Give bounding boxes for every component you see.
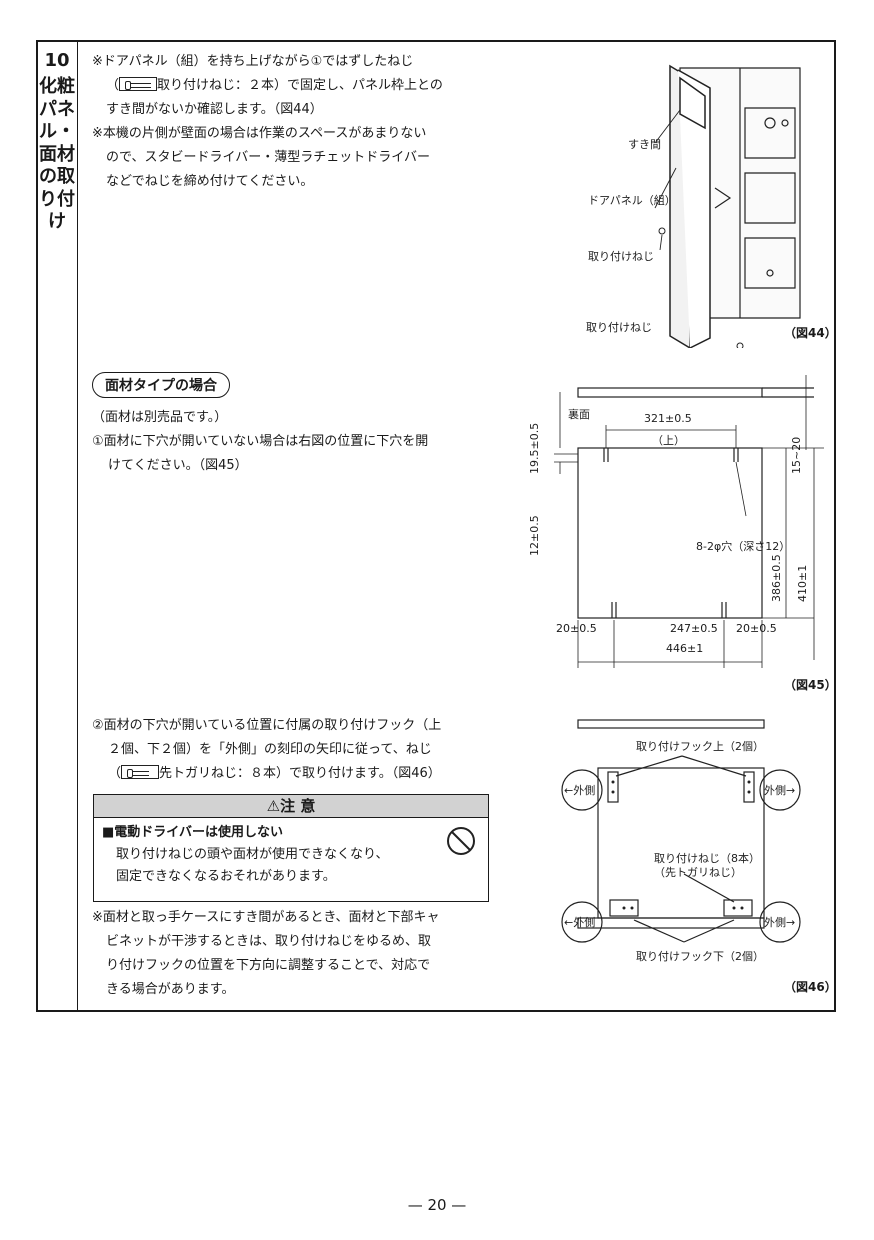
page-number: — 20 — xyxy=(407,1196,467,1214)
fig46-outer-tr: 外側→ xyxy=(764,784,795,797)
fig45-321: 321±0.5 xyxy=(644,412,692,425)
part3-note: ※面材と取っ手ケースにすき間があるとき、面材と下部キャ ビネットが干渉するときは… xyxy=(92,906,492,1002)
fig46-hook-bottom: 取り付けフック下（2個） xyxy=(636,950,764,963)
note1-line2-text: 取り付けねじ：２本）で固定し、パネル枠上との xyxy=(157,78,443,93)
fig46-outer-bl: ←外側 xyxy=(564,916,595,929)
part1-notes: ※ドアパネル（組）を持ち上げながら①ではずしたねじ （ 取り付けねじ：２本）で固定… xyxy=(92,50,492,194)
fig46-screws-b: （先トガリねじ） xyxy=(654,866,742,879)
section-title: 化粧パネル・面材の取り付け xyxy=(39,76,75,232)
caution-box: ⚠注 意 ■電動ドライバーは使用しない 取り付けねじの頭や面材が使用できなくなり… xyxy=(93,794,489,902)
step2-line2: ２個、下２個）を「外側」の刻印の矢印に従って、ねじ xyxy=(108,742,432,757)
note2-line1: ※本機の片側が壁面の場合は作業のスペースがあまりない xyxy=(92,126,427,141)
caution-title: ⚠注 意 xyxy=(94,795,488,818)
fig44-gap-label: すき間 xyxy=(628,138,661,151)
fig46-hook-top: 取り付けフック上（2個） xyxy=(636,740,764,753)
fig45-410: 410±1 xyxy=(796,565,809,602)
fig45-195: 19.5±0.5 xyxy=(528,423,541,474)
screw-icon xyxy=(119,77,158,91)
step2-line1: ②面材の下穴が開いている位置に付属の取り付けフック（上 xyxy=(92,718,442,733)
part2-text: （面材は別売品です。） ①面材に下穴が開いていない場合は右図の位置に下穴を開 け… xyxy=(92,406,492,478)
step1-line1: ①面材に下穴が開いていない場合は右図の位置に下穴を開 xyxy=(92,434,429,449)
instruction-frame: 10 化粧パネル・面材の取り付け ※ドアパネル（組）を持ち上げながら①ではずした… xyxy=(36,40,837,1012)
figure-45: 裏面 321±0.5 （上） 19.5±0.5 15~20 12±0.5 8-2… xyxy=(528,375,824,668)
fig44-door-panel-label: ドアパネル（組） xyxy=(588,194,676,207)
fig44-caption: （図44） xyxy=(784,326,837,340)
fig45-446: 446±1 xyxy=(666,642,704,655)
fig45-386: 386±0.5 xyxy=(770,554,783,602)
step2-line3-text: 先トガリねじ：８本）で取り付けます。（図46） xyxy=(159,766,441,781)
note1-line2: （ 取り付けねじ：２本）で固定し、パネル枠上との xyxy=(92,74,492,98)
fig45-20b: 20±0.5 xyxy=(736,622,777,635)
figure-46: 取り付けフック上（2個） ←外側 外側→ 取り付けねじ（8本） （先トガリねじ）… xyxy=(561,719,801,963)
note3-line4: きる場合があります。 xyxy=(106,982,235,997)
fig45-holes: 8-2φ穴（深さ12） xyxy=(696,539,790,553)
step2-line3: （ 先トガリねじ：８本）で取り付けます。（図46） xyxy=(92,762,492,786)
caution-subtitle: ■電動ドライバーは使用しない xyxy=(102,825,284,840)
figure-44: すき間 ドアパネル（組） 取り付けねじ xyxy=(588,64,801,348)
caution-text-2: 固定できなくなるおそれがあります。 xyxy=(116,869,336,884)
fig44-screw-label-1: 取り付けねじ xyxy=(588,250,654,263)
fig45-top: （上） xyxy=(652,434,685,447)
note1-paren: （ xyxy=(106,78,120,93)
fig45-caption: （図45） xyxy=(784,678,837,692)
panel-note: （面材は別売品です。） xyxy=(92,410,228,425)
step2-paren: （ xyxy=(108,766,122,781)
step1-line2: けてください。（図45） xyxy=(108,458,248,473)
note2-line3: などでねじを締め付けてください。 xyxy=(106,174,314,189)
part3-step2: ②面材の下穴が開いている位置に付属の取り付けフック（上 ２個、下２個）を「外側」… xyxy=(92,714,492,786)
note3-line3: り付けフックの位置を下方向に調整することで、対応で xyxy=(106,958,431,973)
note1-line1: ※ドアパネル（組）を持ち上げながら①ではずしたねじ xyxy=(92,54,414,69)
fig46-outer-tl: ←外側 xyxy=(564,784,595,797)
fig46-screws-a: 取り付けねじ（8本） xyxy=(654,851,760,865)
tapered-screw-icon xyxy=(121,765,160,779)
fig45-12: 12±0.5 xyxy=(528,515,541,556)
section-sidebar: 10 化粧パネル・面材の取り付け xyxy=(38,42,78,1010)
fig45-247: 247±0.5 xyxy=(670,622,718,635)
note3-line2: ビネットが干渉するときは、取り付けねじをゆるめ、取 xyxy=(106,934,432,949)
section-number: 10 xyxy=(44,50,70,71)
fig45-15-20: 15~20 xyxy=(790,437,803,474)
caution-body: ■電動ドライバーは使用しない 取り付けねじの頭や面材が使用できなくなり、 固定で… xyxy=(94,818,488,892)
note2-line2: ので、スタビードライバー・薄型ラチェットドライバー xyxy=(106,150,430,165)
fig45-back-label: 裏面 xyxy=(568,407,590,421)
note1-line3: すき間がないか確認します。（図44） xyxy=(106,102,323,117)
fig44-screw-label-2: 取り付けねじ xyxy=(586,321,652,334)
panel-type-heading: 面材タイプの場合 xyxy=(92,372,230,398)
prohibited-icon xyxy=(447,827,475,855)
fig46-outer-br: 外側→ xyxy=(764,916,795,929)
fig46-caption: （図46） xyxy=(784,980,837,994)
caution-text-1: 取り付けねじの頭や面材が使用できなくなり、 xyxy=(116,847,389,862)
note3-line1: ※面材と取っ手ケースにすき間があるとき、面材と下部キャ xyxy=(92,910,440,925)
fig45-20a: 20±0.5 xyxy=(556,622,597,635)
